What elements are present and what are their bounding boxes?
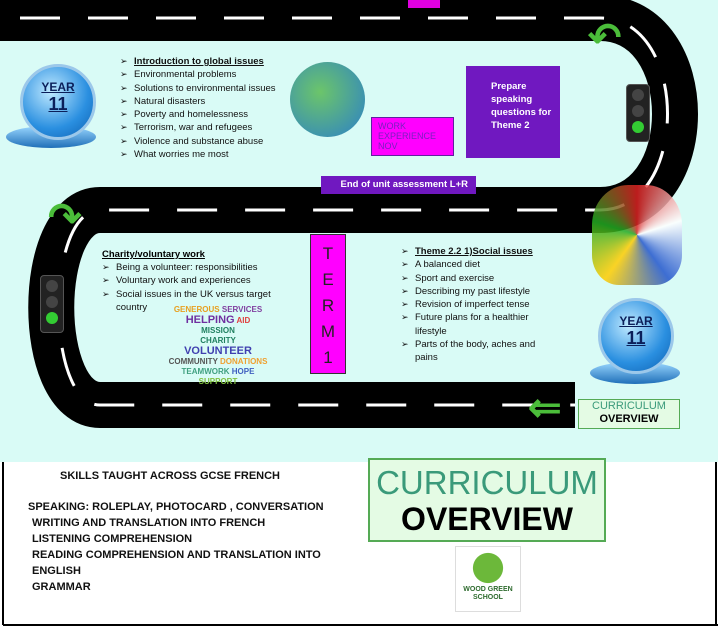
list-item: Describing my past lifestyle bbox=[401, 285, 551, 299]
list-item: A balanced diet bbox=[401, 258, 551, 272]
word: GENEROUS bbox=[173, 305, 220, 314]
term-letter: E bbox=[322, 270, 334, 289]
skill-line: LISTENING COMPREHENSION bbox=[32, 533, 193, 545]
list-item: Terrorism, war and refugees bbox=[120, 121, 280, 135]
tree-icon bbox=[468, 550, 508, 586]
logo-line: CURRICULUM bbox=[376, 464, 598, 501]
unit1-list: Introduction to global issues Environmen… bbox=[120, 55, 280, 162]
list-item: Solutions to environmental issues bbox=[120, 82, 280, 96]
charity-title: Charity/voluntary work bbox=[102, 249, 205, 260]
term-letter: M bbox=[320, 322, 336, 341]
flags-hand-image bbox=[592, 185, 682, 285]
list-item: Voluntary work and experiences bbox=[102, 274, 292, 288]
year-number: 11 bbox=[626, 328, 646, 348]
left-arrow-icon: ⇐ bbox=[528, 386, 562, 430]
list-item: What worries me most bbox=[120, 148, 280, 162]
word: COMMUNITY bbox=[168, 357, 218, 366]
school-name: WOOD GREEN bbox=[463, 586, 513, 593]
turn-arrow-icon: ↶ bbox=[588, 16, 622, 60]
skills-section: SKILLS TAUGHT ACROSS GCSE FRENCH SPEAKIN… bbox=[28, 468, 348, 595]
charity-list: Charity/voluntary work Being a volunteer… bbox=[102, 248, 292, 314]
skill-line: GRAMMAR bbox=[32, 581, 91, 593]
wordcloud-image: GENEROUS SERVICES HELPING AID MISSION CH… bbox=[168, 305, 268, 387]
logo-line: OVERVIEW bbox=[401, 501, 573, 537]
wood-green-school-logo: WOOD GREEN SCHOOL bbox=[455, 546, 521, 612]
list-item: Being a volunteer: responsibilities bbox=[102, 261, 292, 275]
skill-line: SPEAKING: ROLEPLAY, PHOTOCARD , CONVERSA… bbox=[28, 501, 324, 513]
school-name: SCHOOL bbox=[473, 594, 503, 601]
list-item: Poverty and homelessness bbox=[120, 108, 280, 122]
traffic-light-icon bbox=[626, 84, 650, 142]
skill-line: WRITING AND TRANSLATION INTO FRENCH bbox=[32, 517, 266, 529]
word: MISSION bbox=[201, 326, 235, 335]
word: TEAMWORK bbox=[181, 367, 230, 376]
term-letter: T bbox=[322, 244, 334, 263]
list-item: Environmental problems bbox=[120, 68, 280, 82]
year-label: YEAR bbox=[41, 80, 75, 94]
logo-line: OVERVIEW bbox=[599, 413, 659, 425]
logo-line: CURRICULUM bbox=[592, 400, 666, 412]
word: VOLUNTEER bbox=[184, 345, 252, 357]
assessment-label: End of unit assessment L+R bbox=[321, 176, 476, 194]
theme-list: Theme 2.2 1)Social issues A balanced die… bbox=[401, 245, 551, 365]
list-item: Social issues in the UK versus target co… bbox=[102, 288, 292, 315]
word: SUPPORT bbox=[198, 377, 238, 386]
word: HELPING bbox=[185, 314, 235, 326]
term-letter: R bbox=[321, 296, 335, 315]
skill-line: READING COMPREHENSION AND TRANSLATION IN… bbox=[32, 549, 321, 577]
list-item: Parts of the body, aches and pains bbox=[401, 338, 551, 365]
word: DONATIONS bbox=[220, 357, 268, 366]
term-letter: 1 bbox=[323, 348, 333, 367]
word: SERVICES bbox=[221, 305, 263, 314]
year-number: 11 bbox=[48, 94, 68, 114]
word: AID bbox=[236, 316, 251, 325]
list-item: Violence and substance abuse bbox=[120, 135, 280, 149]
skills-title: SKILLS TAUGHT ACROSS GCSE FRENCH bbox=[60, 470, 281, 482]
prepare-box: Prepare speaking questions for Theme 2 bbox=[466, 66, 560, 158]
traffic-light-icon bbox=[40, 275, 64, 333]
list-item: Sport and exercise bbox=[401, 272, 551, 286]
word: HOPE bbox=[231, 367, 255, 376]
theme-title: Theme 2.2 1)Social issues bbox=[415, 246, 533, 257]
year-label: YEAR bbox=[619, 314, 653, 328]
list-item: Future plans for a healthier lifestyle bbox=[401, 311, 551, 338]
work-experience-box: WORK EXPERIENCE NOV bbox=[371, 117, 454, 156]
unit1-title: Introduction to global issues bbox=[134, 56, 264, 67]
word: CHARITY bbox=[200, 336, 236, 345]
list-item: Revision of imperfect tense bbox=[401, 298, 551, 312]
list-item: Natural disasters bbox=[120, 95, 280, 109]
turn-arrow-icon: ↷ bbox=[48, 196, 82, 240]
globe-people-image bbox=[290, 62, 365, 137]
